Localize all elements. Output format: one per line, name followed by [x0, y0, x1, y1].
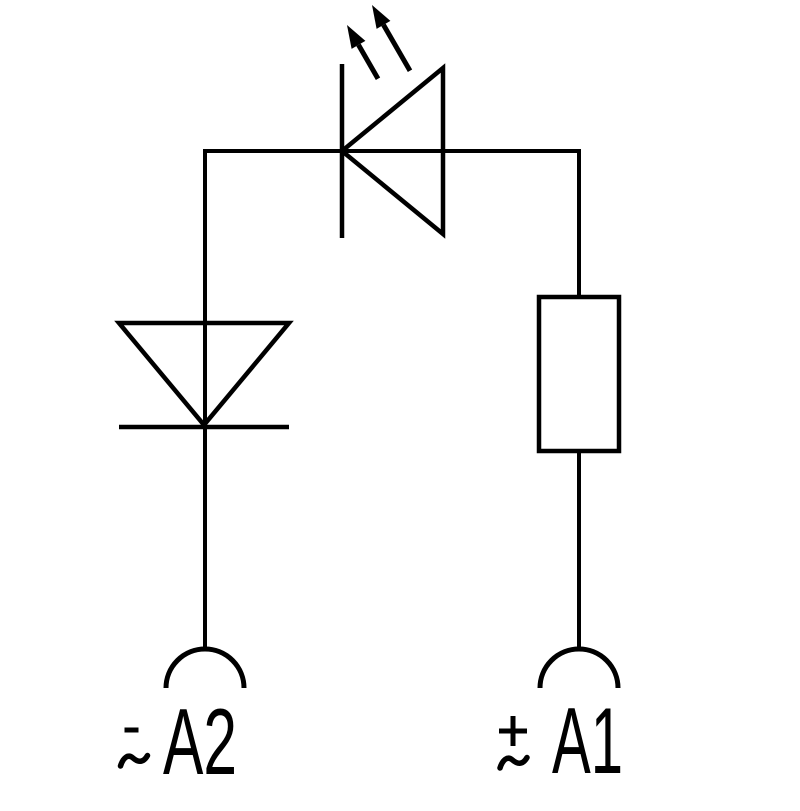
resistor-icon — [536, 294, 622, 454]
arrow-head — [372, 5, 391, 29]
terminal-socket-arc-icon — [537, 646, 621, 689]
terminal-socket-arc-icon — [163, 646, 247, 689]
terminal-a1: A1 — [497, 646, 623, 793]
diode-icon — [114, 320, 294, 430]
ac-tilde-icon — [497, 754, 530, 771]
arrow-shaft — [381, 23, 413, 73]
led-triangle — [338, 63, 446, 239]
ac-tilde-icon — [117, 752, 151, 769]
terminal-a2: A2 — [117, 646, 247, 794]
plus-icon — [499, 716, 527, 746]
led-icon — [338, 5, 446, 239]
terminal-a1-label: A1 — [552, 688, 623, 793]
light-emission-arrow-icon — [372, 5, 413, 73]
wire-a2-branch-and-top — [203, 149, 581, 650]
light-emission-arrow-icon — [347, 25, 381, 80]
wires — [203, 149, 581, 650]
diode-triangle — [114, 320, 294, 429]
terminal-a2-label: A2 — [163, 689, 237, 794]
arrow-shaft — [356, 43, 381, 80]
resistor-body — [536, 294, 622, 454]
arrow-head — [347, 25, 366, 49]
